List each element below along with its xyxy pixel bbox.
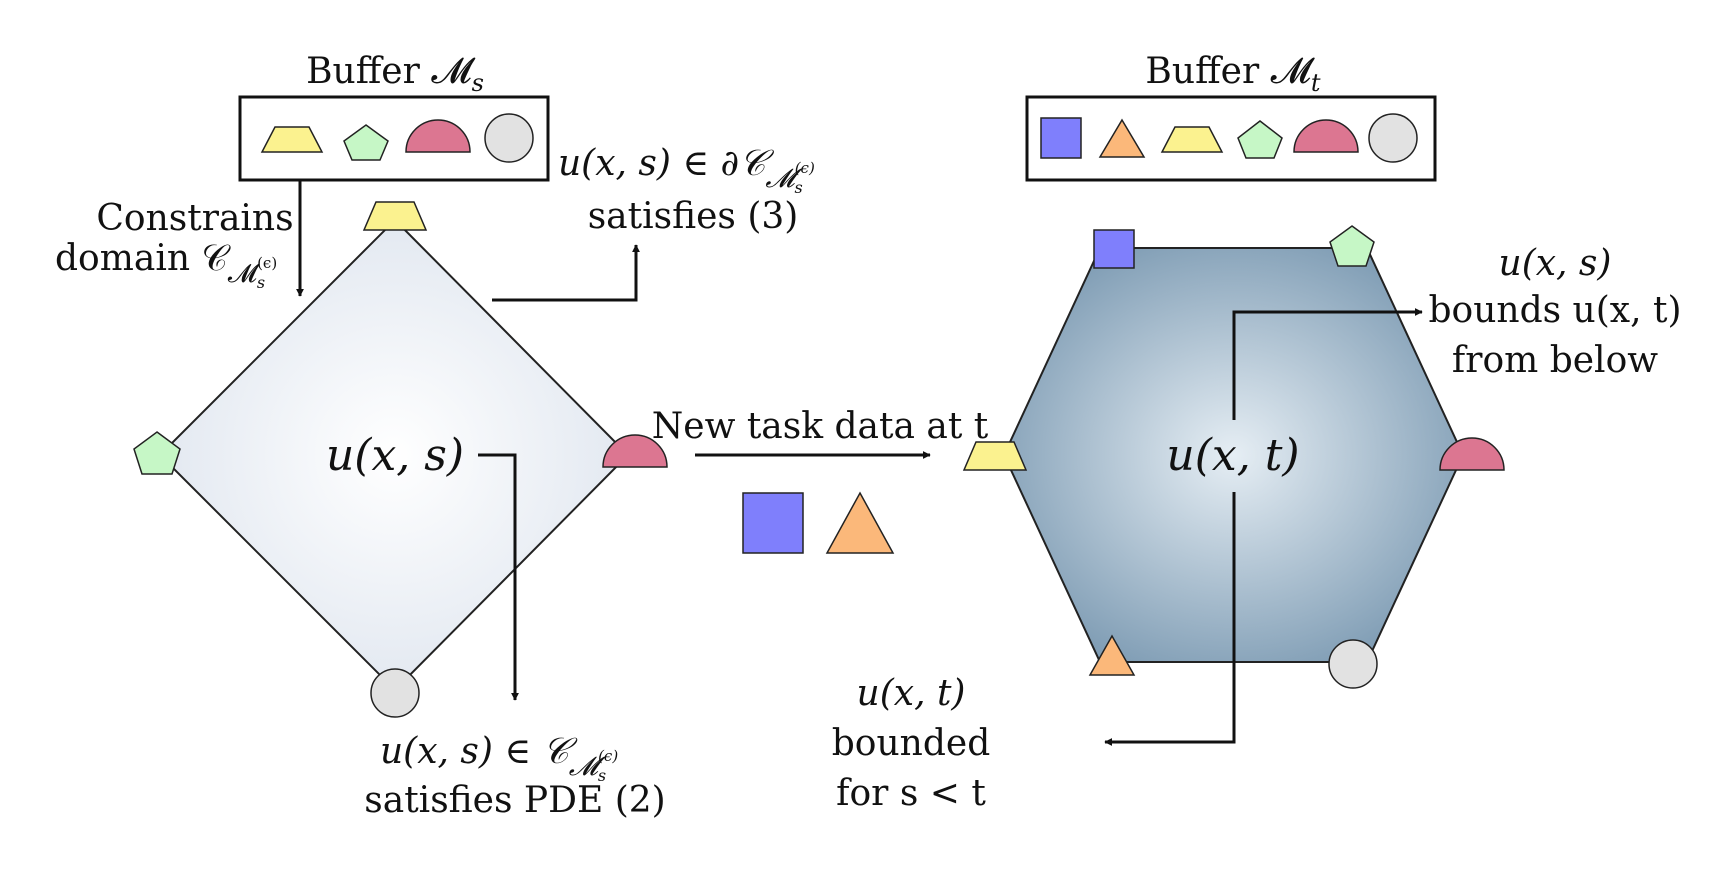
trapezoid-icon (362, 201, 428, 231)
arrows (296, 180, 1423, 746)
half-circle-icon (1293, 119, 1359, 153)
constrains-label-line2: domain 𝒞𝓜s(ϵ) (55, 238, 277, 292)
constrains-label-line1: Constrains (96, 198, 293, 239)
bounds-label-line2: bounds u(x, t) (1429, 290, 1682, 331)
diamond-domain: u(x, s) (133, 201, 668, 718)
boundary-label-line2: satisfies (3) (588, 196, 799, 237)
labels: Constrains domain 𝒞𝓜s(ϵ) u(x, s) ∈ ∂𝒞𝓜s(… (55, 143, 1681, 821)
buffer-t-title: Buffer 𝓜t (1145, 51, 1321, 97)
half-circle-icon (602, 434, 668, 468)
hexagon-domain: u(x, t) (962, 225, 1505, 689)
circle-icon (370, 668, 420, 718)
buffer-t: Buffer 𝓜t (1025, 51, 1437, 182)
triangle-icon (1098, 118, 1146, 158)
bounded-label-line1: u(x, t) (857, 673, 966, 714)
triangle-icon (1088, 634, 1136, 676)
square-icon (1040, 117, 1082, 159)
bounded-label-line2: bounded (832, 723, 990, 764)
circle-icon (1328, 639, 1378, 689)
buffer-t-box (1025, 95, 1437, 182)
interior-arrow (478, 453, 519, 701)
pentagon-icon (1329, 225, 1375, 267)
bounds-arrow (1232, 308, 1423, 420)
new-task-label: New task data at t (652, 406, 989, 447)
new-task-items (742, 491, 895, 554)
hexagon-center-label: u(x, t) (1166, 430, 1299, 481)
buffer-s: Buffer 𝓜s (238, 51, 550, 182)
boundary-label-line1: u(x, s) ∈ ∂𝒞𝓜s(ϵ) (558, 143, 815, 197)
trapezoid-icon (962, 441, 1028, 471)
triangle-icon (825, 491, 895, 554)
half-circle-icon (1439, 437, 1505, 471)
circle-icon (1368, 113, 1418, 163)
boundary-arrow (492, 244, 640, 302)
trapezoid-icon (260, 126, 324, 153)
buffer-s-title: Buffer 𝓜s (306, 51, 484, 97)
diamond-center-label: u(x, s) (326, 430, 464, 481)
pentagon-icon (133, 431, 181, 475)
square-icon (742, 492, 804, 554)
trapezoid-icon (1160, 126, 1224, 153)
bounds-label-line1: u(x, s) (1499, 243, 1612, 284)
bounded-arrow (1104, 492, 1236, 746)
bounds-label-line3: from below (1452, 340, 1658, 381)
circle-icon (484, 113, 534, 163)
bounded-label-line3: for s < t (836, 773, 986, 814)
interior-label-line2: satisfies PDE (2) (364, 780, 665, 821)
pentagon-icon (1237, 120, 1283, 159)
interior-label-line1: u(x, s) ∈ 𝒞𝓜s(ϵ) (380, 731, 618, 785)
pentagon-icon (343, 124, 389, 161)
square-icon (1093, 229, 1135, 269)
half-circle-icon (405, 119, 471, 153)
